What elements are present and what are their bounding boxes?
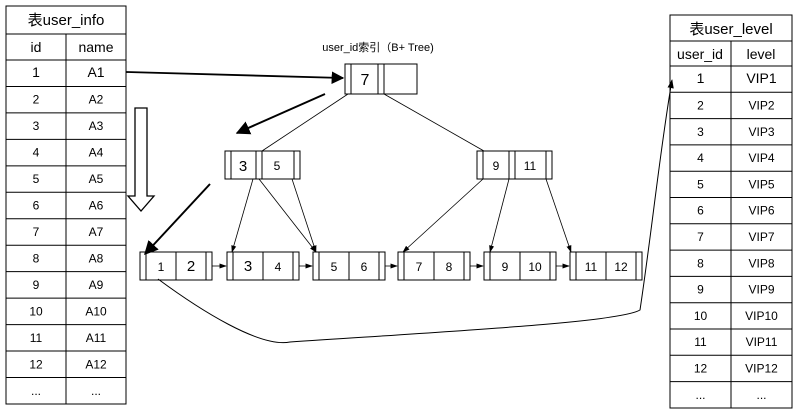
leaf-key: 6 xyxy=(361,260,368,274)
leaf-key: 12 xyxy=(614,260,628,274)
user-level-cell-id: 4 xyxy=(697,151,704,165)
user-level-cell-id: 5 xyxy=(697,177,704,191)
user-level-cell-value: VIP4 xyxy=(748,151,774,165)
edge-root-right xyxy=(383,93,485,152)
user-level-cell-value: VIP12 xyxy=(745,361,778,375)
user-level-cell-value: VIP7 xyxy=(748,230,774,244)
user-info-title: 表user_info xyxy=(28,12,105,29)
user-level-cell-value: VIP6 xyxy=(748,204,774,218)
user-level-cell-id: 1 xyxy=(697,70,705,86)
user-info-cell-value: A11 xyxy=(86,331,107,345)
user-info-cell-value: A9 xyxy=(89,278,104,292)
user-info-cell-value: A12 xyxy=(85,357,107,371)
user-level-cell-id: 7 xyxy=(697,230,704,244)
user-info-cell-id: 4 xyxy=(33,146,40,160)
user-level-cell-id: 12 xyxy=(694,361,708,375)
user-info-cell-id: 11 xyxy=(30,331,43,345)
leaf-key: 1 xyxy=(158,260,165,274)
edge-root-left xyxy=(261,93,349,152)
user-info-cell-id: 5 xyxy=(33,172,40,186)
leaf-key: 4 xyxy=(275,260,282,274)
user-info-cell-value: A1 xyxy=(87,64,104,80)
user-level-cell-value: VIP5 xyxy=(748,177,774,191)
user-info-cell-id: 10 xyxy=(29,304,43,318)
leaf-key: 3 xyxy=(244,258,252,275)
internal-right-key-1: 9 xyxy=(493,159,500,173)
leaf-key: 7 xyxy=(416,260,423,274)
leaf-node: 11 12 xyxy=(569,251,643,281)
user-info-cell-value: A4 xyxy=(89,146,104,160)
leaf-node: 9 10 xyxy=(483,251,557,281)
leaf-key: 10 xyxy=(528,260,542,274)
user-level-title: 表user_level xyxy=(689,21,772,38)
user-info-cell-value: A7 xyxy=(89,225,104,239)
user-info-cell-id: 3 xyxy=(33,119,40,133)
user-info-cell-id: 7 xyxy=(33,225,40,239)
user-info-cell-value: A8 xyxy=(89,251,104,265)
bplus-tree-label: user_id索引（B+ Tree) xyxy=(322,40,434,54)
user-level-cell-id: 2 xyxy=(697,98,704,112)
user-level-cell-value: ... xyxy=(756,388,766,402)
internal-left-key-1: 3 xyxy=(239,158,247,175)
leaf-to-user-level-curve xyxy=(157,79,674,344)
user-level-cell-value: VIP2 xyxy=(748,98,774,112)
user-info-cell-value: A6 xyxy=(89,199,104,213)
user-level-cell-id: 11 xyxy=(694,335,707,349)
leaf-key: 9 xyxy=(502,260,509,274)
user-level-cell-id: 8 xyxy=(697,256,704,270)
user-info-cell-id: 9 xyxy=(33,278,40,292)
user-info-cell-id: 8 xyxy=(33,251,40,265)
user-info-cell-id: 6 xyxy=(33,199,40,213)
user-level-cell-id: 3 xyxy=(697,125,704,139)
user-info-cell-value: A2 xyxy=(89,93,104,107)
scan-down-arrow-icon xyxy=(126,107,156,212)
root-key: 7 xyxy=(361,72,370,89)
leaf-key: 2 xyxy=(187,258,195,275)
root-node: 7 xyxy=(344,63,418,95)
user-level-cell-id: 9 xyxy=(697,283,704,297)
internal-right-key-2: 11 xyxy=(524,159,537,173)
leaf-key: 8 xyxy=(446,260,453,274)
leaf-key: 11 xyxy=(585,260,598,274)
user-info-cell-value: A10 xyxy=(85,304,107,318)
user-info-cell-id: ... xyxy=(31,384,41,398)
user-level-cell-id: ... xyxy=(695,388,705,402)
user-info-header-name: name xyxy=(78,39,113,55)
leaf-key: 5 xyxy=(331,260,338,274)
user-info-cell-id: 2 xyxy=(33,93,40,107)
user-level-cell-value: VIP9 xyxy=(748,283,774,297)
internal-node-left: 3 5 xyxy=(224,150,301,180)
user-info-cell-value: A3 xyxy=(89,119,104,133)
user-level-cell-value: VIP1 xyxy=(746,70,777,86)
user-level-cell-id: 10 xyxy=(694,309,708,323)
user-level-cell-value: VIP8 xyxy=(748,256,774,270)
user-level-header-level: level xyxy=(747,46,776,62)
user-info-cell-value: ... xyxy=(91,384,101,398)
internal-node-right: 9 11 xyxy=(476,150,553,180)
user-level-cell-value: VIP10 xyxy=(745,309,778,323)
user-info-header-id: id xyxy=(31,39,42,55)
user-level-header-user-id: user_id xyxy=(677,46,723,62)
user-level-cell-value: VIP11 xyxy=(746,335,778,349)
user-info-cell-value: A5 xyxy=(89,172,104,186)
internal-to-leaf-edges xyxy=(231,178,572,253)
lookup-path-arrows xyxy=(125,71,345,256)
user-level-cell-value: VIP3 xyxy=(748,125,774,139)
user-info-cell-id: 12 xyxy=(29,357,43,371)
internal-left-key-2: 5 xyxy=(274,159,281,173)
user-level-cell-id: 6 xyxy=(697,204,704,218)
user-info-cell-id: 1 xyxy=(32,64,40,80)
